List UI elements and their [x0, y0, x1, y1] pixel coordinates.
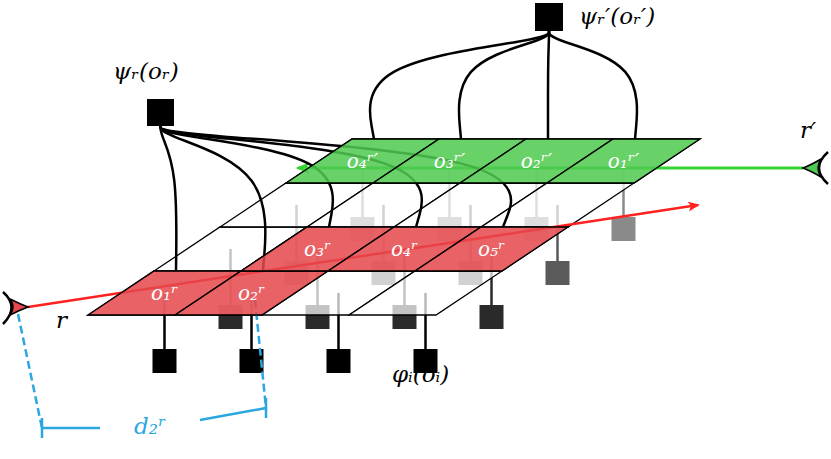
- grid-cell: [481, 183, 634, 227]
- cell-label: o₅ʳ: [478, 238, 505, 260]
- unary-factors: [153, 161, 636, 373]
- grid: [88, 139, 700, 315]
- unary-factor: [612, 217, 636, 241]
- cell-label: o₂ʳ: [238, 282, 265, 304]
- factor-edge: [548, 31, 549, 139]
- unary-factor: [480, 305, 504, 329]
- factor-edge: [161, 126, 177, 271]
- dashed-leader: [18, 314, 42, 428]
- observation-cell: o₅ʳ: [415, 227, 568, 271]
- factor-node: ψᵣ′(oᵣ′): [535, 3, 563, 31]
- cell-label: o₄ʳ′: [347, 150, 379, 172]
- grid-cell: [349, 271, 502, 315]
- factor-edge: [459, 31, 549, 139]
- cell-label: o₃ʳ: [304, 238, 331, 260]
- unary-factor: [327, 349, 351, 373]
- factor-label: ψᵣ′(oᵣ′): [579, 4, 655, 29]
- label: r: [56, 308, 67, 333]
- dashed-leader: [255, 300, 266, 408]
- label: r′: [800, 118, 816, 143]
- bracket-line: [200, 408, 266, 420]
- cell-label: o₁ʳ: [151, 282, 178, 304]
- factor-edge: [370, 31, 549, 139]
- cell-label: o₄ʳ: [391, 238, 418, 260]
- label: φᵢ(oᵢ): [392, 362, 449, 387]
- camera-eye: [803, 152, 828, 184]
- unary-factor: [546, 261, 570, 285]
- factor-label: ψᵣ(oᵣ): [113, 59, 179, 84]
- observation-cell: o₂ʳ: [175, 271, 328, 315]
- factor-node: ψᵣ(oᵣ): [147, 99, 174, 126]
- observation-cell: o₁ʳ′: [547, 139, 700, 183]
- bracket-line: [42, 427, 100, 430]
- cell-label: o₁ʳ′: [608, 150, 640, 172]
- unary-factor: [153, 349, 177, 373]
- label: d₂ʳ: [134, 414, 166, 439]
- camera-eye: [3, 292, 28, 324]
- cell-label: o₃ʳ′: [434, 150, 466, 172]
- cell-label: o₂ʳ′: [521, 150, 553, 172]
- factor-edge: [161, 126, 266, 271]
- factor-edge: [549, 31, 637, 139]
